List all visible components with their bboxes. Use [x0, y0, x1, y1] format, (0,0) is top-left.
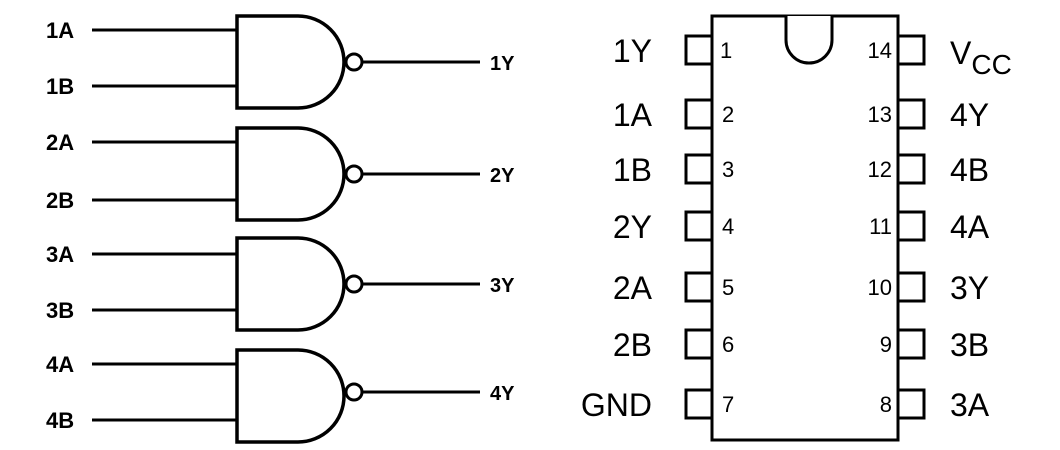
gate-2-body [235, 126, 346, 222]
gate-3-input-b-label: 3B [46, 298, 74, 323]
pin-14-name: VCC [950, 35, 1012, 80]
gate-1-inversion-bubble [344, 52, 364, 72]
pin-14-number: 14 [868, 38, 892, 63]
dip14-package: 1 2 3 4 5 6 7 1Y 1A 1B 2Y 2A 2B GND [581, 14, 1012, 442]
pin-7-number: 7 [722, 392, 734, 417]
pin-11-lead [896, 210, 926, 242]
gate-3-body [235, 236, 346, 332]
pin-12-lead [896, 153, 926, 185]
pin-13-lead [896, 98, 926, 130]
gate-1-input-a-label: 1A [46, 18, 74, 43]
gate-1-input-b-label: 1B [46, 74, 74, 99]
pin-14-name-subscript: CC [971, 49, 1011, 80]
pin-8-lead [896, 388, 926, 420]
pin-6-lead [684, 328, 714, 360]
pin-14-name-main: V [950, 35, 972, 71]
gate-4-output-label: 4Y [490, 383, 515, 405]
pin-4-number: 4 [722, 214, 734, 239]
pin-6-number: 6 [722, 332, 734, 357]
pin-13-name: 4Y [950, 97, 989, 133]
pin-1-name: 1Y [613, 33, 652, 69]
pin-2-number: 2 [722, 102, 734, 127]
pin-9-number: 9 [880, 332, 892, 357]
gate-1-output-label: 1Y [490, 53, 515, 75]
pin-10-name: 3Y [950, 270, 989, 306]
pin-9-name: 3B [950, 327, 989, 363]
chip-body [710, 14, 900, 442]
gate-4-body [235, 348, 346, 444]
pin-8-name: 3A [950, 387, 990, 423]
nand-gate-3: 3A 3B 3Y [46, 236, 515, 332]
gate-1-body [235, 14, 346, 110]
pin-11-number: 11 [869, 214, 892, 239]
pin-1-number: 1 [720, 38, 732, 63]
pin-6-name: 2B [613, 327, 652, 363]
pin-3-lead [684, 153, 714, 185]
nand-gate-4: 4A 4B 4Y [46, 348, 515, 444]
pin-12-number: 12 [868, 157, 892, 182]
pin-3-number: 3 [722, 157, 734, 182]
gate-3-inversion-bubble [344, 274, 364, 294]
pin-5-name: 2A [613, 270, 653, 306]
pin-5-lead [684, 271, 714, 303]
pin-13-number: 13 [868, 102, 892, 127]
pin-1-lead [684, 34, 714, 66]
pin-5-number: 5 [722, 275, 734, 300]
nand-gate-2: 2A 2B 2Y [46, 126, 515, 222]
pin-4-name: 2Y [613, 209, 652, 245]
gate-4-input-b-label: 4B [46, 408, 74, 433]
gate-3-input-a-label: 3A [46, 242, 74, 267]
gate-4-input-a-label: 4A [46, 352, 74, 377]
pin-14-lead [896, 34, 926, 66]
pin-7-name: GND [581, 387, 652, 423]
chip-left-pins: 1 2 3 4 5 6 7 1Y 1A 1B 2Y 2A 2B GND [581, 33, 734, 423]
gate-4-inversion-bubble [344, 382, 364, 402]
pin-4-lead [684, 210, 714, 242]
gate-3-output-label: 3Y [490, 275, 515, 297]
gate-2-input-a-label: 2A [46, 130, 74, 155]
pin-12-name: 4B [950, 152, 989, 188]
pin-9-lead [896, 328, 926, 360]
pin-10-number: 10 [868, 275, 892, 300]
chip-right-pins: 14 13 12 11 10 9 8 VCC 4Y 4B 4A 3Y 3B 3A [868, 34, 1012, 423]
pin-7-lead [684, 388, 714, 420]
gate-2-inversion-bubble [344, 164, 364, 184]
pin-8-number: 8 [880, 392, 892, 417]
pin-3-name: 1B [613, 152, 652, 188]
pin-2-name: 1A [613, 97, 653, 133]
pin-2-lead [684, 98, 714, 130]
pin-11-name: 4A [950, 209, 990, 245]
gate-2-input-b-label: 2B [46, 188, 74, 213]
nand-gate-1: 1A 1B 1Y [46, 14, 515, 110]
gate-2-output-label: 2Y [490, 165, 515, 187]
pin-10-lead [896, 271, 926, 303]
chip-orientation-notch [784, 16, 834, 65]
